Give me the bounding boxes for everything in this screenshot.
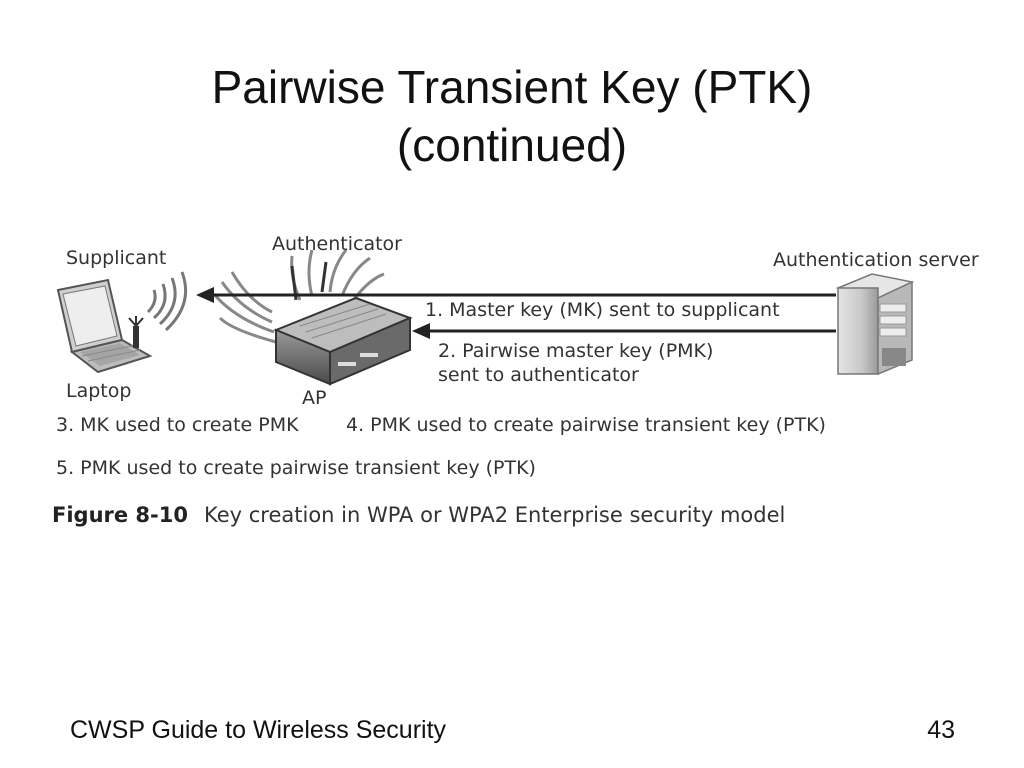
access-point-icon — [273, 261, 413, 386]
ap-label: AP — [302, 387, 327, 409]
figure-caption: Key creation in WPA or WPA2 Enterprise s… — [204, 503, 786, 527]
authentication-server-icon — [835, 273, 915, 376]
arrow-mk-to-supplicant — [196, 287, 836, 303]
figure-number: Figure 8-10 — [52, 503, 188, 527]
step-2-label-line-1: 2. Pairwise master key (PMK) — [438, 340, 714, 362]
page-number: 43 — [927, 716, 955, 744]
title-line-1: Pairwise Transient Key (PTK) — [211, 61, 813, 113]
slide-title: Pairwise Transient Key (PTK) (continued) — [0, 58, 1024, 174]
step-3-label: 3. MK used to create PMK — [56, 414, 299, 436]
footer-course-title: CWSP Guide to Wireless Security — [70, 716, 447, 744]
laptop-signal-waves-icon — [146, 271, 188, 332]
step-4-label: 4. PMK used to create pairwise transient… — [346, 414, 826, 436]
step-5-label: 5. PMK used to create pairwise transient… — [56, 457, 536, 479]
supplicant-label: Supplicant — [66, 247, 167, 269]
title-line-2: (continued) — [396, 119, 628, 171]
arrow-pmk-to-authenticator — [412, 323, 836, 339]
step-2-label-line-2: sent to authenticator — [438, 364, 639, 386]
authentication-server-label: Authentication server — [773, 249, 979, 271]
authenticator-label: Authenticator — [272, 233, 402, 255]
laptop-label: Laptop — [66, 380, 132, 402]
step-1-label: 1. Master key (MK) sent to supplicant — [425, 299, 780, 321]
laptop-icon — [56, 278, 153, 374]
